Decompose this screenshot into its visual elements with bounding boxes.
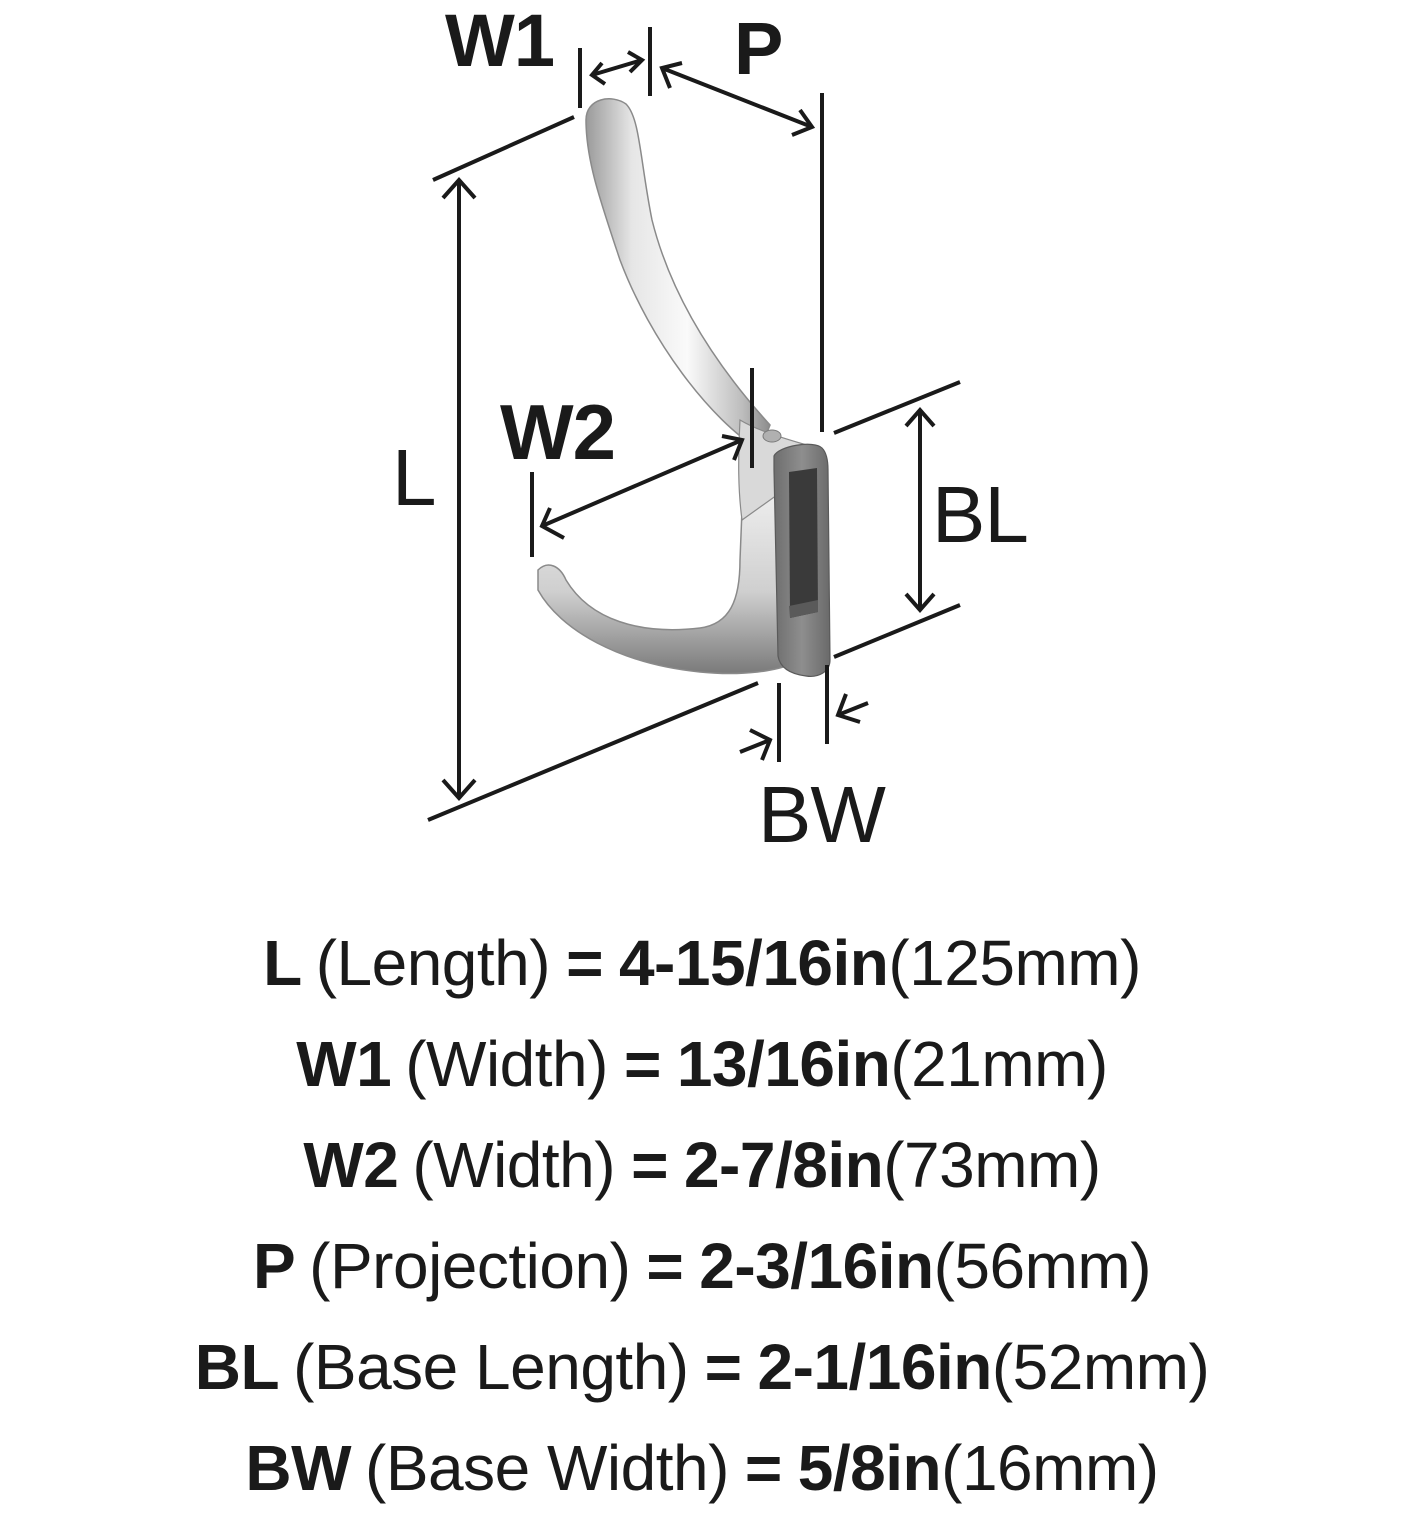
spec-abbr: P <box>252 1229 296 1302</box>
spec-abbr: BW <box>245 1431 352 1504</box>
spec-row-length: L (Length) = 4-15/16in (125mm) <box>0 912 1404 1013</box>
spec-row-projection: P (Projection) = 2-3/16in (56mm) <box>0 1215 1404 1316</box>
dimension-lines <box>427 27 961 822</box>
screw-hole-icon <box>762 429 782 443</box>
label-w1: W1 <box>445 0 555 82</box>
dimension-spec-list: L (Length) = 4-15/16in (125mm) W1 (Width… <box>0 912 1404 1518</box>
spec-equals: = <box>631 1128 668 1201</box>
spec-name: (Width) <box>412 1128 616 1201</box>
label-bw: BW <box>758 770 886 859</box>
spec-equals: = <box>646 1229 684 1302</box>
label-p: P <box>734 7 783 90</box>
spec-millimeters: (56mm) <box>933 1229 1152 1302</box>
hook-upper-arm <box>585 98 771 452</box>
hook-dimension-diagram: W1 P L W2 BL BW <box>392 0 1029 859</box>
spec-abbr: W2 <box>303 1128 399 1201</box>
spec-row-width-1: W1 (Width) = 13/16in (21mm) <box>0 1013 1404 1114</box>
spec-inches: 2-7/8in <box>683 1128 884 1201</box>
hook-illustration <box>427 27 961 822</box>
hook-base-recess <box>789 468 818 618</box>
spec-abbr: L <box>263 926 302 999</box>
label-bl: BL <box>932 470 1029 559</box>
spec-equals: = <box>704 1330 742 1403</box>
spec-inches: 2-3/16in <box>699 1229 934 1302</box>
spec-row-base-length: BL (Base Length) = 2-1/16in (52mm) <box>0 1316 1404 1417</box>
spec-name: (Base Width) <box>365 1431 729 1504</box>
spec-inches: 5/8in <box>797 1431 942 1504</box>
spec-abbr: BL <box>194 1330 280 1403</box>
spec-name: (Base Length) <box>293 1330 689 1403</box>
spec-equals: = <box>623 1027 661 1100</box>
spec-inches: 2-1/16in <box>757 1330 992 1403</box>
spec-millimeters: (52mm) <box>991 1330 1210 1403</box>
spec-name: (Length) <box>315 926 551 999</box>
spec-inches: 4-15/16in <box>618 926 889 999</box>
spec-millimeters: (16mm) <box>941 1431 1159 1504</box>
hook-lower-curl <box>537 468 801 675</box>
spec-row-base-width: BW (Base Width) = 5/8in (16mm) <box>0 1417 1404 1518</box>
label-w2: W2 <box>500 388 616 476</box>
spec-millimeters: (21mm) <box>890 1027 1108 1100</box>
spec-equals: = <box>566 926 603 999</box>
label-l: L <box>392 433 436 522</box>
spec-name: (Projection) <box>309 1229 631 1302</box>
spec-millimeters: (73mm) <box>883 1128 1101 1201</box>
spec-inches: 13/16in <box>676 1027 891 1100</box>
spec-row-width-2: W2 (Width) = 2-7/8in (73mm) <box>0 1114 1404 1215</box>
spec-name: (Width) <box>405 1027 608 1100</box>
spec-abbr: W1 <box>296 1027 392 1100</box>
spec-millimeters: (125mm) <box>888 926 1141 999</box>
spec-equals: = <box>744 1431 782 1504</box>
